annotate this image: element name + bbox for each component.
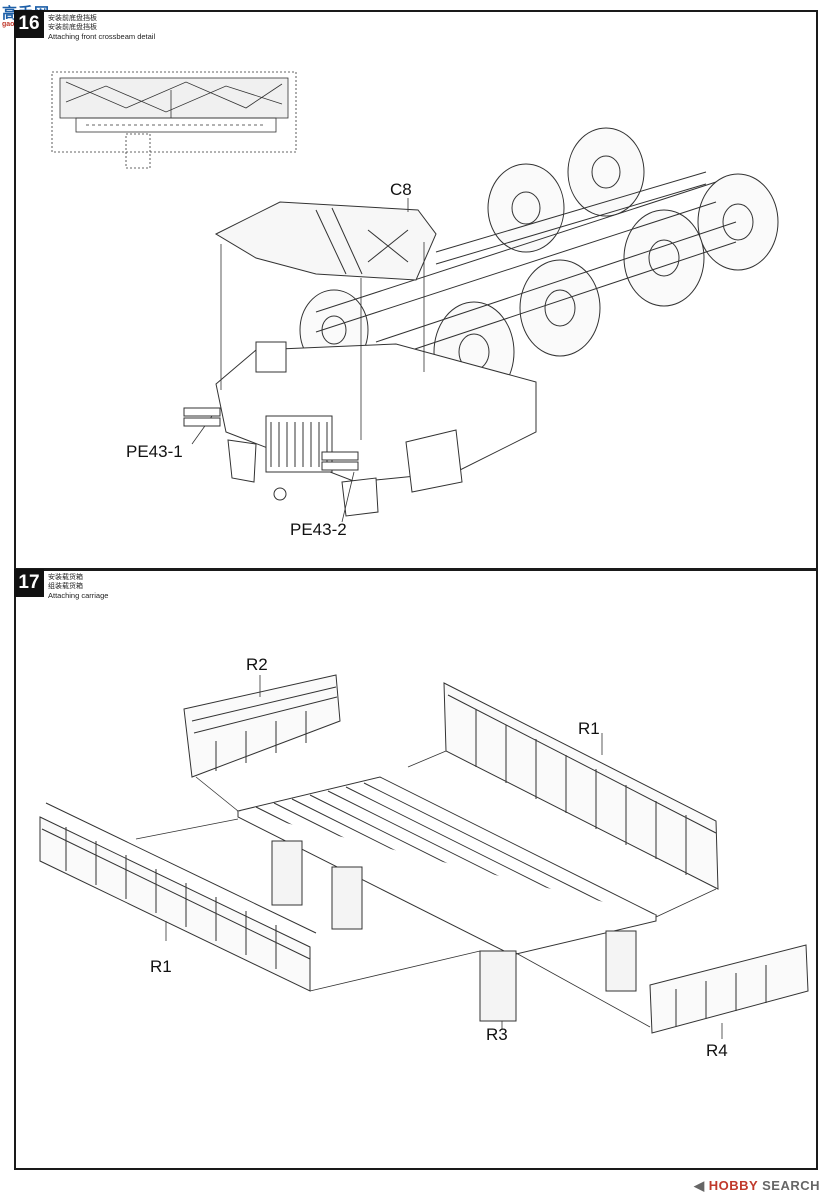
callout-r2: R2	[246, 655, 268, 674]
part-pe43-2	[321, 451, 359, 471]
step-heading: 安装载货箱 组装载货箱 Attaching carriage	[48, 573, 108, 600]
watermark-rest: SEARCH	[757, 1178, 820, 1193]
assembly-guide-lines	[191, 198, 425, 523]
part-r2-panel	[183, 674, 341, 778]
truck-front-assembly-drawing	[51, 71, 779, 523]
part-r3-supports	[271, 840, 637, 1022]
callout-pe43-1: PE43-1	[126, 442, 183, 461]
wheel	[519, 259, 601, 357]
part-c8-panel	[214, 201, 437, 281]
cab-front	[215, 341, 537, 517]
watermark-accent: HOBBY	[708, 1178, 758, 1193]
wheel	[697, 173, 779, 271]
callout-r3: R3	[486, 1025, 508, 1044]
step-title-en: Attaching front crossbeam detail	[48, 32, 156, 41]
carriage-assembly-drawing	[39, 674, 809, 1039]
step-title-cn-1: 安装载货箱	[48, 574, 83, 581]
hobbysearch-logo-icon: ◀	[694, 1178, 705, 1193]
part-r4-panel	[649, 944, 809, 1034]
step-number-badge: 16	[14, 10, 44, 38]
step-title-cn-1: 安装前底盘挡板	[48, 15, 97, 22]
wheels	[299, 127, 779, 403]
step-17-panel: 17 安装载货箱 组装载货箱 Attaching carriage	[14, 569, 818, 1170]
callout-r1-right: R1	[578, 719, 600, 738]
wheel	[487, 163, 565, 253]
step-heading: 安装前底盘挡板 安装前底盘挡板 Attaching front crossbea…	[48, 14, 155, 41]
callout-pe43-2: PE43-2	[290, 520, 347, 539]
step-title-cn-2: 组装载货箱	[48, 583, 83, 590]
step-title-cn-2: 安装前底盘挡板	[48, 24, 97, 31]
step-title-en: Attaching carriage	[48, 591, 109, 600]
crossbeam-detail-inset	[51, 71, 297, 169]
callout-r4: R4	[706, 1041, 728, 1060]
step-16-panel: 16 安装前底盘挡板 安装前底盘挡板 Attaching front cross…	[14, 10, 818, 570]
callout-r1-left: R1	[150, 957, 172, 976]
part-pe43-1	[183, 407, 221, 427]
step-number-badge: 17	[14, 569, 44, 597]
hobby-search-watermark: ◀ HOBBY SEARCH	[694, 1178, 820, 1194]
chassis-frame	[315, 171, 737, 363]
assembly-guide-lines	[135, 675, 723, 1039]
part-r1-right-panel	[443, 682, 719, 890]
wheel	[567, 127, 645, 217]
wheel	[623, 209, 705, 307]
callout-c8: C8	[390, 180, 412, 199]
